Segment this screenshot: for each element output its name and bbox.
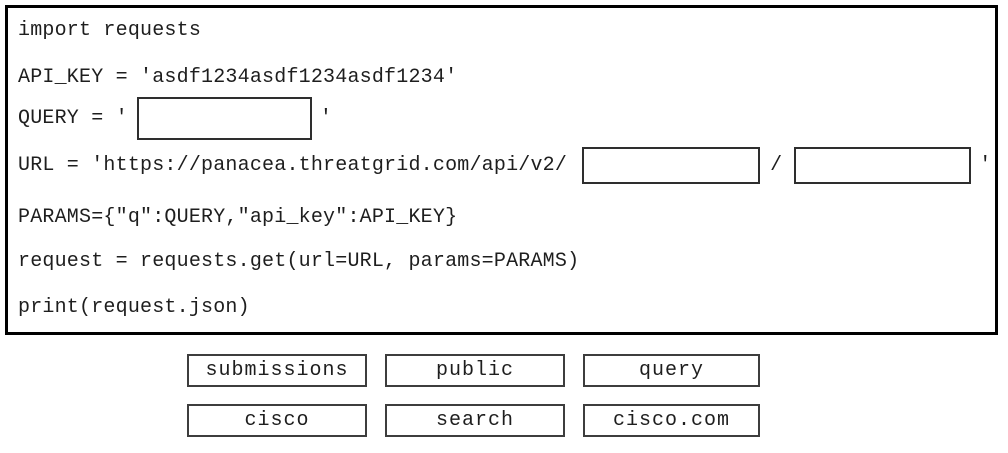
code-line-params: PARAMS={"q":QUERY,"api_key":API_KEY} — [18, 205, 457, 229]
drag-option-query[interactable]: query — [583, 354, 760, 387]
code-print-text: print(request.json) — [18, 295, 250, 319]
code-params-text: PARAMS={"q":QUERY,"api_key":API_KEY} — [18, 205, 458, 229]
code-line-request: request = requests.get(url=URL, params=P… — [18, 249, 579, 273]
code-line-api-key: API_KEY = 'asdf1234asdf1234asdf1234' — [18, 65, 457, 89]
code-line-import: import requests — [18, 18, 201, 42]
code-line-query: QUERY = ' ' — [18, 97, 332, 140]
query-blank-drop-zone[interactable] — [136, 97, 312, 140]
code-url-prefix: URL = 'https://panacea.threatgrid.com/ap… — [18, 154, 568, 177]
code-url-suffix: ' — [979, 154, 992, 177]
code-line-print: print(request.json) — [18, 295, 250, 319]
code-panel: import requests API_KEY = 'asdf1234asdf1… — [5, 5, 998, 335]
drag-option-submissions[interactable]: submissions — [187, 354, 367, 387]
drag-option-cisco[interactable]: cisco — [187, 404, 367, 437]
drag-option-cisco-com[interactable]: cisco.com — [583, 404, 760, 437]
code-query-prefix: QUERY = ' — [18, 107, 128, 130]
url-segment-1-drop-zone[interactable] — [582, 147, 761, 184]
drag-option-search[interactable]: search — [385, 404, 565, 437]
code-import-text: import requests — [18, 18, 202, 42]
code-request-text: request = requests.get(url=URL, params=P… — [18, 249, 580, 273]
code-api-key-text: API_KEY = 'asdf1234asdf1234asdf1234' — [18, 65, 458, 89]
url-segment-2-drop-zone[interactable] — [794, 147, 972, 184]
code-query-suffix: ' — [319, 107, 333, 130]
code-line-url: URL = 'https://panacea.threatgrid.com/ap… — [18, 147, 992, 184]
drag-option-public[interactable]: public — [385, 354, 565, 387]
code-url-separator: / — [770, 154, 783, 177]
